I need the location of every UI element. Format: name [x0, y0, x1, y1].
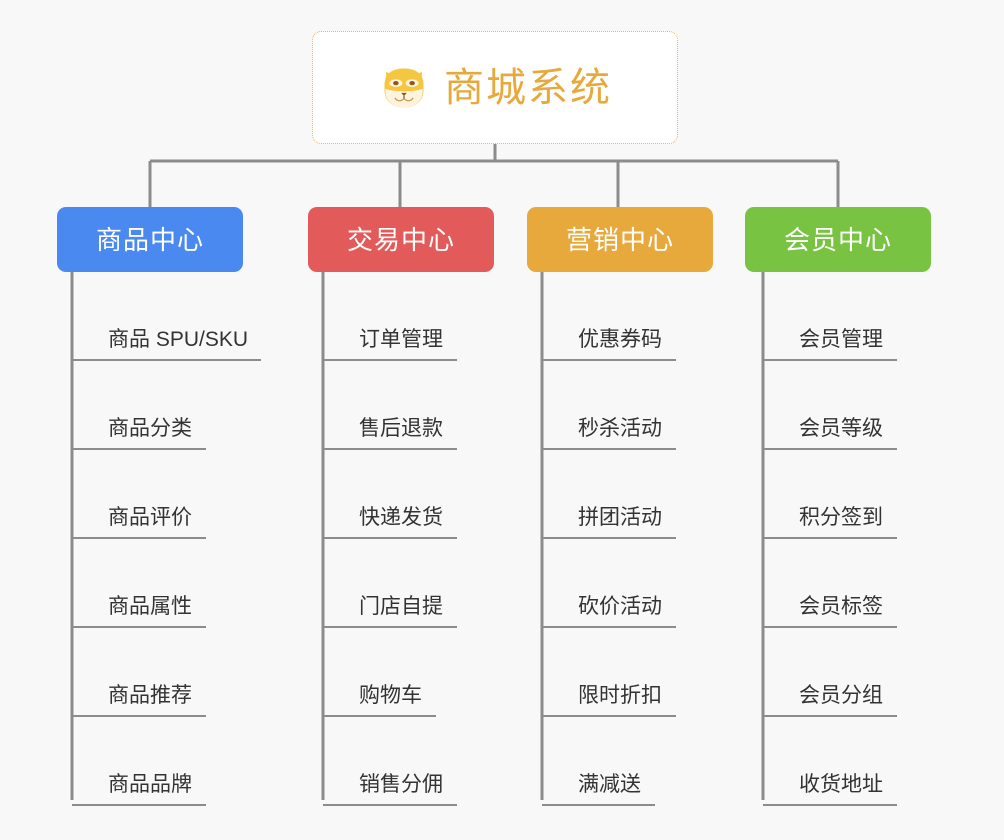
leaf-label: 商品分类 [108, 417, 192, 440]
leaf-underline [323, 715, 436, 717]
leaf-item[interactable]: 销售分佣 [323, 717, 457, 806]
leaf-item[interactable]: 商品 SPU/SKU [72, 272, 262, 361]
leaf-label: 满减送 [578, 773, 641, 796]
category-box-4[interactable]: 会员中心 [745, 207, 931, 272]
leaf-underline [72, 359, 261, 361]
leaf-underline [763, 537, 897, 539]
leaf-item[interactable]: 购物车 [323, 628, 457, 717]
leaf-underline [323, 448, 457, 450]
leaf-item[interactable]: 收货地址 [763, 717, 897, 806]
leaf-item[interactable]: 订单管理 [323, 272, 457, 361]
leaf-label: 快递发货 [359, 506, 443, 529]
leaf-underline [542, 448, 676, 450]
leaf-label: 秒杀活动 [578, 417, 662, 440]
leaf-underline [763, 626, 897, 628]
leaf-label: 拼团活动 [578, 506, 662, 529]
leaf-label: 订单管理 [359, 328, 443, 351]
leaf-item[interactable]: 拼团活动 [542, 450, 676, 539]
leaf-item[interactable]: 限时折扣 [542, 628, 676, 717]
category-box-2[interactable]: 交易中心 [308, 207, 494, 272]
category-box-3[interactable]: 营销中心 [527, 207, 713, 272]
leaf-list-1: 商品 SPU/SKU 商品分类商品评价商品属性商品推荐商品品牌 [72, 272, 262, 806]
leaf-label: 会员管理 [799, 328, 883, 351]
leaf-underline [323, 804, 457, 806]
leaf-item[interactable]: 积分签到 [763, 450, 897, 539]
leaf-label: 限时折扣 [578, 684, 662, 707]
shiba-dog-face-icon [378, 62, 430, 114]
leaf-label: 积分签到 [799, 506, 883, 529]
leaf-item[interactable]: 会员等级 [763, 361, 897, 450]
leaf-underline [542, 626, 676, 628]
leaf-label: 商品 SPU/SKU [108, 328, 249, 351]
leaf-item[interactable]: 售后退款 [323, 361, 457, 450]
leaf-underline [542, 537, 676, 539]
leaf-item[interactable]: 会员分组 [763, 628, 897, 717]
leaf-underline [542, 359, 676, 361]
leaf-item[interactable]: 商品推荐 [72, 628, 262, 717]
leaf-label: 商品品牌 [108, 773, 192, 796]
leaf-label: 优惠券码 [578, 328, 662, 351]
leaf-underline [72, 626, 206, 628]
leaf-item[interactable]: 快递发货 [323, 450, 457, 539]
leaf-underline [763, 804, 897, 806]
leaf-label: 购物车 [359, 684, 422, 707]
leaf-underline [542, 715, 676, 717]
leaf-underline [763, 448, 897, 450]
leaf-label: 门店自提 [359, 595, 443, 618]
leaf-item[interactable]: 满减送 [542, 717, 676, 806]
leaf-label: 会员等级 [799, 417, 883, 440]
leaf-item[interactable]: 优惠券码 [542, 272, 676, 361]
root-title: 商城系统 [444, 65, 612, 110]
leaf-underline [323, 359, 457, 361]
category-label: 营销中心 [565, 224, 674, 255]
leaf-label: 会员标签 [799, 595, 883, 618]
leaf-underline [72, 715, 206, 717]
leaf-item[interactable]: 商品评价 [72, 450, 262, 539]
leaf-item[interactable]: 砍价活动 [542, 539, 676, 628]
leaf-underline [323, 537, 457, 539]
leaf-label: 商品属性 [108, 595, 192, 618]
leaf-list-4: 会员管理会员等级积分签到会员标签会员分组收货地址 [763, 272, 897, 806]
leaf-underline [763, 359, 897, 361]
leaf-item[interactable]: 会员标签 [763, 539, 897, 628]
leaf-label: 售后退款 [359, 417, 443, 440]
leaf-item[interactable]: 商品属性 [72, 539, 262, 628]
leaf-underline [542, 804, 655, 806]
leaf-item[interactable]: 秒杀活动 [542, 361, 676, 450]
leaf-item[interactable]: 门店自提 [323, 539, 457, 628]
leaf-label: 收货地址 [799, 773, 883, 796]
leaf-label: 销售分佣 [359, 773, 443, 796]
leaf-label: 商品推荐 [108, 684, 192, 707]
leaf-label: 商品评价 [108, 506, 192, 529]
category-label: 交易中心 [346, 224, 455, 255]
category-label: 会员中心 [783, 224, 892, 255]
category-box-1[interactable]: 商品中心 [57, 207, 243, 272]
leaf-underline [72, 804, 206, 806]
leaf-item[interactable]: 会员管理 [763, 272, 897, 361]
leaf-label: 会员分组 [799, 684, 883, 707]
leaf-underline [323, 626, 457, 628]
leaf-underline [72, 448, 206, 450]
leaf-underline [763, 715, 897, 717]
leaf-list-2: 订单管理售后退款快递发货门店自提购物车销售分佣 [323, 272, 457, 806]
leaf-item[interactable]: 商品分类 [72, 361, 262, 450]
root-node[interactable]: 商城系统 [312, 31, 678, 144]
leaf-list-3: 优惠券码秒杀活动拼团活动砍价活动限时折扣满减送 [542, 272, 676, 806]
category-label: 商品中心 [95, 224, 204, 255]
leaf-label: 砍价活动 [578, 595, 662, 618]
leaf-underline [72, 537, 206, 539]
leaf-item[interactable]: 商品品牌 [72, 717, 262, 806]
